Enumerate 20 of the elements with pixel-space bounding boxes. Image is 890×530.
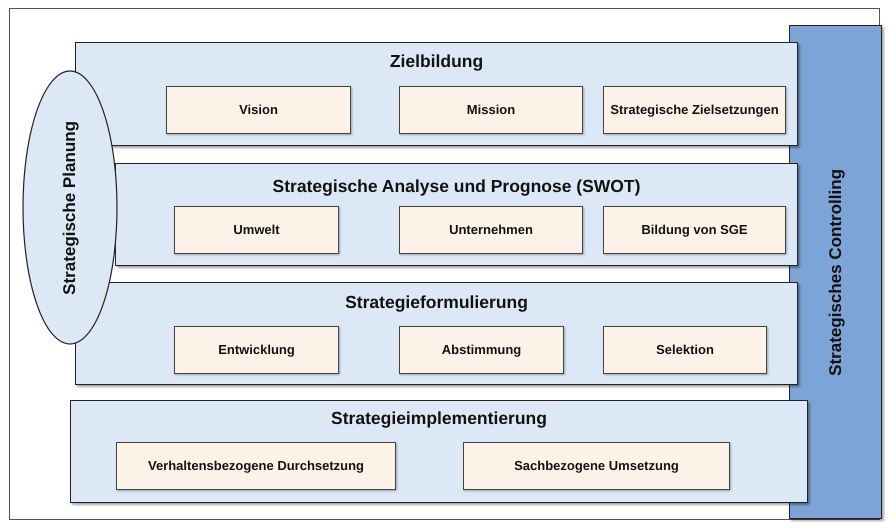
activity-box: Entwicklung	[174, 326, 339, 374]
stage-title: Strategieformulierung	[345, 292, 528, 313]
activity-box: Umwelt	[174, 206, 339, 254]
activity-box: Unternehmen	[399, 206, 583, 254]
stage-band	[115, 163, 798, 266]
activity-box: Bildung von SGE	[603, 206, 786, 254]
activity-box: Strategische Zielsetzungen	[603, 86, 786, 134]
stage-band	[70, 400, 808, 503]
activity-box: Verhaltensbezogene Durchsetzung	[116, 442, 396, 490]
controlling-label: Strategisches Controlling	[826, 168, 846, 376]
activity-box: Vision	[166, 86, 351, 134]
stage-title: Strategische Analyse und Prognose (SWOT)	[272, 176, 640, 197]
activity-box: Abstimmung	[399, 326, 564, 374]
activity-box: Selektion	[603, 326, 767, 374]
stage-title: Strategieimplementierung	[331, 408, 547, 429]
activity-box: Sachbezogene Umsetzung	[463, 442, 730, 490]
activity-box: Mission	[399, 86, 583, 134]
stage-title: Zielbildung	[390, 51, 484, 72]
controlling-bar	[789, 25, 882, 519]
planning-label: Strategische Planung	[60, 120, 80, 294]
